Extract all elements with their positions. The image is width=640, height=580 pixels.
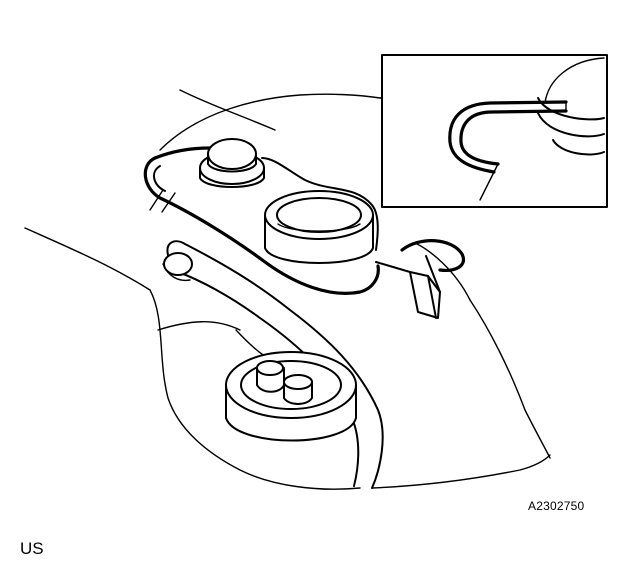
- detail-inset: [381, 54, 608, 208]
- figure-code-label: A2302750: [528, 499, 585, 513]
- lower-mount-boss: [225, 351, 357, 442]
- region-label: US: [20, 539, 44, 558]
- fuel-neck: [264, 190, 374, 264]
- upper-curved-line: [159, 89, 381, 151]
- upper-boss: [199, 138, 265, 188]
- retaining-clip: [375, 239, 465, 319]
- tank-body: [24, 227, 551, 490]
- gasket-plate: [143, 146, 380, 295]
